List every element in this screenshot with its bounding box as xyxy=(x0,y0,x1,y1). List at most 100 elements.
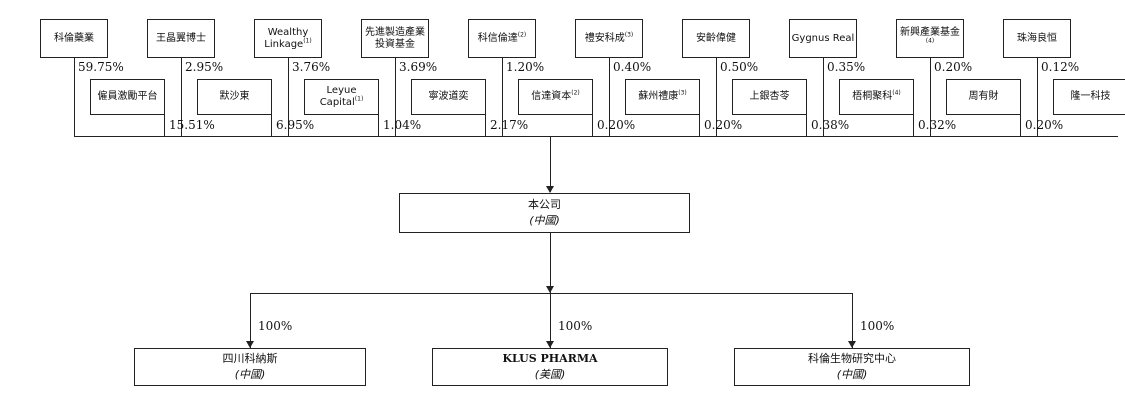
arrow-head-icon xyxy=(546,186,554,193)
bottom-shareholder-connector xyxy=(1020,115,1021,136)
bottom-shareholder-percentage: 15.51% xyxy=(169,118,215,132)
top-shareholder-percentage: 59.75% xyxy=(78,60,124,74)
top-shareholder-box: 先進製造產業投資基金 xyxy=(361,19,429,58)
box-label-line: 寧波道奕 xyxy=(428,91,469,102)
box-label-line: 科信倫達(2) xyxy=(477,31,527,44)
top-shareholder-percentage: 3.69% xyxy=(399,60,438,74)
footnote-marker: (2) xyxy=(571,89,580,97)
footnote-marker: (4) xyxy=(892,89,901,97)
company-box: 本公司 (中國) xyxy=(399,193,690,233)
bottom-shareholder-percentage: 0.20% xyxy=(704,118,743,132)
box-label-line: 科倫藥業 xyxy=(54,32,94,44)
top-shareholder-connector xyxy=(395,58,396,136)
top-shareholder-box: Gygnus Real xyxy=(789,19,857,58)
company-name: 本公司 xyxy=(528,198,561,211)
bottom-shareholder-connector xyxy=(378,115,379,136)
subsidiary-connector xyxy=(550,293,551,348)
top-shareholder-connector xyxy=(1037,58,1038,136)
top-shareholder-connector xyxy=(181,58,182,136)
top-shareholder-box: 安齡偉健 xyxy=(682,19,750,58)
box-label-line: Gygnus Real xyxy=(791,32,855,44)
box-label-line: 上銀杏苓 xyxy=(749,91,790,102)
top-shareholder-connector xyxy=(823,58,824,136)
footnote-marker: (2) xyxy=(517,31,527,39)
bottom-shareholder-connector xyxy=(592,115,593,136)
top-shareholder-connector xyxy=(609,58,610,136)
top-shareholder-percentage: 1.20% xyxy=(506,60,545,74)
box-label-line: 隆一科技 xyxy=(1070,91,1111,102)
bottom-shareholder-connector xyxy=(806,115,807,136)
subsidiary-name: KLUS PHARMA xyxy=(502,352,598,365)
footnote-marker: (3) xyxy=(678,89,687,97)
box-label-line: 安齡偉健 xyxy=(696,32,736,44)
top-shareholder-box: 科信倫達(2) xyxy=(468,19,536,58)
top-shareholder-percentage: 0.40% xyxy=(613,60,652,74)
bottom-shareholder-box: 上銀杏苓 xyxy=(732,79,807,115)
bottom-shareholder-box: 寧波道奕 xyxy=(411,79,486,115)
subsidiary-connector xyxy=(852,293,853,348)
subsidiary-percentage: 100% xyxy=(258,319,293,333)
subsidiary-location: (中國) xyxy=(234,368,266,381)
subsidiary-percentage: 100% xyxy=(860,319,895,333)
bottom-shareholder-box: 周有財 xyxy=(946,79,1021,115)
company-location: (中國) xyxy=(529,214,560,227)
bottom-shareholder-box: 梧桐聚科(4) xyxy=(839,79,914,115)
company-to-subsidiary-line xyxy=(550,233,551,293)
subsidiary-name: 四川科納斯 xyxy=(222,352,278,365)
ownership-bus-line xyxy=(74,136,1118,137)
top-shareholder-percentage: 0.35% xyxy=(827,60,866,74)
top-shareholder-box: 新興產業基金(4) xyxy=(896,19,964,58)
top-shareholder-percentage: 0.50% xyxy=(720,60,759,74)
bottom-shareholder-box: 隆一科技 xyxy=(1053,79,1125,115)
bottom-shareholder-percentage: 1.04% xyxy=(383,118,422,132)
top-shareholder-percentage: 3.76% xyxy=(292,60,331,74)
box-label-line: 默沙東 xyxy=(219,91,250,102)
top-shareholder-connector xyxy=(74,58,75,136)
box-label-line: Wealthy xyxy=(267,26,309,38)
top-shareholder-connector xyxy=(502,58,503,136)
top-shareholder-box: 禮安科成(3) xyxy=(575,19,643,58)
subsidiary-name: 科倫生物研究中心 xyxy=(808,352,896,365)
top-shareholder-percentage: 0.20% xyxy=(934,60,973,74)
arrow-head-icon xyxy=(246,341,254,348)
bottom-shareholder-box: 信達資本(2) xyxy=(518,79,593,115)
bottom-shareholder-percentage: 0.20% xyxy=(1025,118,1064,132)
footnote-marker: (3) xyxy=(624,31,634,39)
bottom-shareholder-connector xyxy=(913,115,914,136)
box-label-line: 珠海良恒 xyxy=(1017,32,1057,44)
footnote-marker: (1) xyxy=(354,95,364,103)
arrow-head-icon xyxy=(546,341,554,348)
bottom-shareholder-box: 蘇州禮康(3) xyxy=(625,79,700,115)
footnote-marker: (1) xyxy=(303,37,312,45)
bottom-shareholder-connector xyxy=(699,115,700,136)
bottom-shareholder-connector xyxy=(271,115,272,136)
box-label-line: 梧桐聚科(4) xyxy=(852,89,901,102)
subsidiary-location: (中國) xyxy=(836,368,868,381)
box-label-line: 新興產業基金(4) xyxy=(900,26,960,45)
top-shareholder-connector xyxy=(930,58,931,136)
box-label-line: 周有財 xyxy=(968,91,999,102)
bottom-shareholder-percentage: 0.38% xyxy=(811,118,850,132)
top-shareholder-percentage: 0.12% xyxy=(1041,60,1080,74)
bottom-shareholder-box: 默沙東 xyxy=(197,79,272,115)
subsidiary-box: 四川科納斯 (中國) xyxy=(134,348,366,386)
top-shareholder-connector xyxy=(288,58,289,136)
box-label-line: 蘇州禮康(3) xyxy=(638,89,687,102)
footnote-marker: (4) xyxy=(925,37,935,45)
box-label-line: Leyue Capital(1) xyxy=(319,85,364,108)
subsidiary-location: (美國) xyxy=(534,368,566,381)
bottom-shareholder-box: 僱員激勵平台 xyxy=(90,79,165,115)
box-label-line: 王晶翼博士 xyxy=(156,32,206,44)
bottom-shareholder-connector xyxy=(485,115,486,136)
bottom-shareholder-percentage: 2.17% xyxy=(490,118,529,132)
bottom-shareholder-connector xyxy=(164,115,165,136)
top-shareholder-percentage: 2.95% xyxy=(185,60,224,74)
box-label-line: Linkage(1) xyxy=(264,37,312,50)
bottom-shareholder-percentage: 0.20% xyxy=(597,118,636,132)
arrow-head-icon xyxy=(546,286,554,293)
subsidiary-percentage: 100% xyxy=(558,319,593,333)
box-label-line: 禮安科成(3) xyxy=(584,31,634,44)
bottom-shareholder-box: Leyue Capital(1) xyxy=(304,79,379,115)
